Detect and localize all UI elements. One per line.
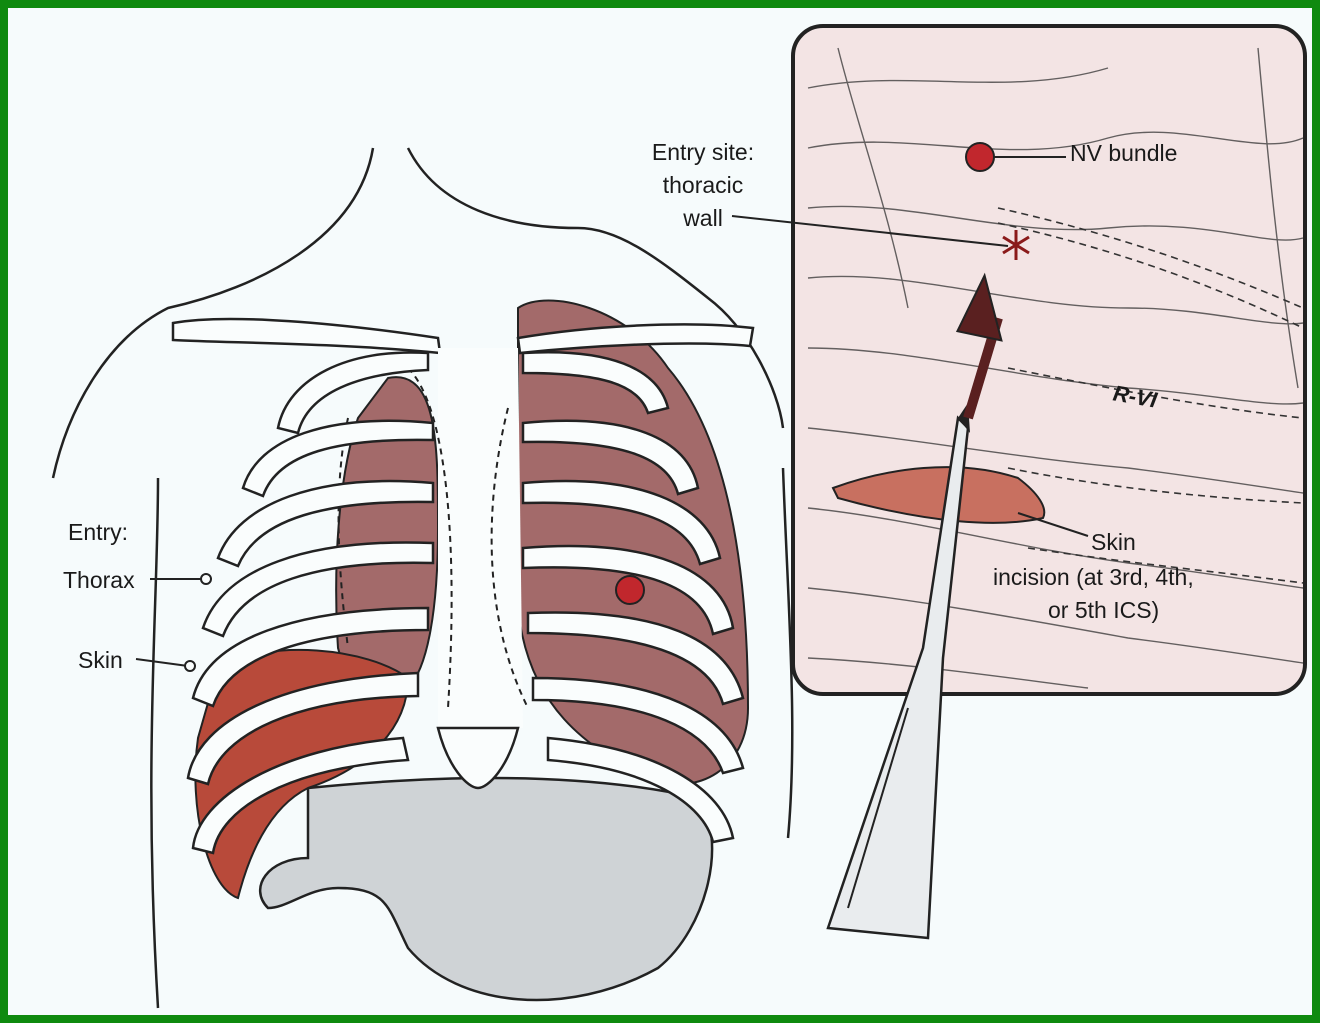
left-leaders bbox=[136, 579, 203, 666]
entry-site-label-line2: thoracic bbox=[638, 171, 768, 199]
entry-site-label-line1: Entry site: bbox=[638, 138, 768, 166]
nv-bundle-label: NV bundle bbox=[1070, 139, 1177, 167]
clavicles bbox=[173, 319, 753, 353]
entry-site-label-line3: wall bbox=[658, 204, 748, 232]
nv-bundle-dot-icon bbox=[616, 576, 644, 604]
skin-incision-label-line3: or 5th ICS) bbox=[1048, 596, 1159, 624]
inset-panel bbox=[793, 26, 1305, 694]
thorax-label: Thorax bbox=[63, 566, 135, 594]
skin-label: Skin bbox=[78, 646, 123, 674]
figure-frame: Entry: Thorax Skin Entry site: thoracic … bbox=[8, 8, 1312, 1015]
abdomen-shape bbox=[260, 778, 712, 1000]
entry-label: Entry: bbox=[68, 518, 128, 546]
skin-incision-label-line1: Skin bbox=[1091, 528, 1136, 556]
skin-incision-label-line2: incision (at 3rd, 4th, bbox=[993, 563, 1194, 591]
nv-bundle-dot-icon bbox=[966, 143, 994, 171]
